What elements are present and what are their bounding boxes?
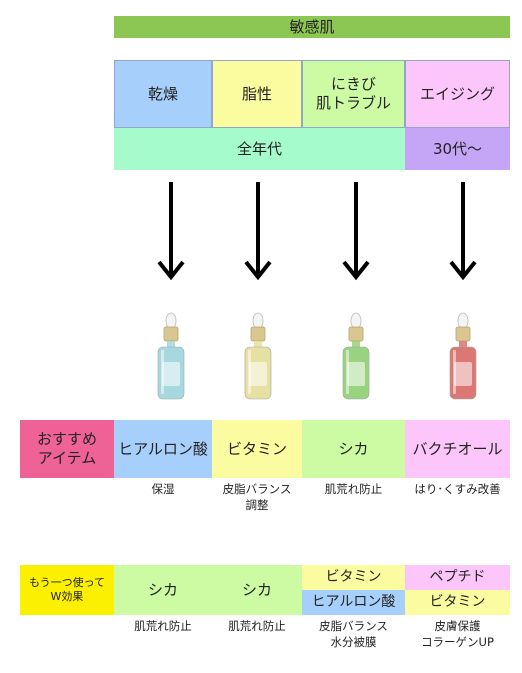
recommend-item-cell: ビタミン [212, 420, 302, 478]
serum-bottle-icon [157, 312, 185, 400]
combo-item-caption: 皮膚保護 コラーゲンUP [421, 619, 494, 649]
age-band-cell: 全年代 [114, 128, 405, 170]
combo-item-cell: ペプチド [405, 565, 510, 590]
combo-item-name: ヒアルロン酸 [311, 593, 396, 610]
skin-type-cell: エイジング [405, 60, 510, 128]
recommend-item-caption: 肌荒れ防止 [324, 482, 383, 496]
combo-item-name: シカ [241, 580, 272, 599]
header-title: 敏感肌 [289, 17, 335, 36]
skin-type-cell: 乾燥 [114, 60, 212, 128]
combo-item-cell: ビタミン [302, 565, 405, 590]
combo-item-caption: 肌荒れ防止 [134, 619, 192, 633]
skin-type-label: エイジング [419, 84, 495, 103]
skin-type-label: 乾燥 [147, 84, 178, 103]
recommend-item-cell: ヒアルロン酸 [114, 420, 212, 478]
combo-item-name: シカ [147, 580, 178, 599]
recommend-item-name: バクチオール [412, 439, 503, 458]
recommend-item-cell: バクチオール [405, 420, 510, 478]
combo-item-name: ビタミン [429, 593, 486, 610]
recommend-item-name: ヒアルロン酸 [118, 439, 208, 458]
header-banner: 敏感肌 [114, 16, 510, 38]
age-band-label: 全年代 [236, 139, 282, 158]
combo-item-cell: ビタミン [405, 590, 510, 615]
combo-item-name: ビタミン [325, 568, 382, 585]
down-arrow-icon [244, 182, 272, 281]
recommend-item-caption: はり･くすみ改善 [414, 482, 501, 496]
skin-type-cell: 脂性 [212, 60, 302, 128]
combo-item-cell: シカ [212, 565, 302, 615]
combo-item-cell: シカ [114, 565, 212, 615]
skin-type-label: 脂性 [241, 84, 272, 103]
recommend-label-text: おすすめ アイテム [36, 430, 97, 467]
skin-type-cell: にきび 肌トラブル [302, 60, 405, 128]
serum-bottle-icon [244, 312, 272, 400]
combo-item-caption: 肌荒れ防止 [228, 619, 286, 633]
serum-bottle-icon [449, 312, 477, 400]
down-arrow-icon [449, 182, 477, 281]
combo-item-name: ペプチド [429, 568, 486, 585]
age-band-cell: 30代～ [405, 128, 510, 170]
age-band-label: 30代～ [432, 139, 483, 158]
recommend-item-name: ビタミン [226, 439, 287, 458]
combo-label-text: もう一つ使って W効果 [28, 576, 106, 603]
recommend-item-cell: シカ [302, 420, 405, 478]
recommend-item-name: シカ [338, 439, 369, 458]
down-arrow-icon [342, 182, 370, 281]
recommend-label: おすすめ アイテム [20, 420, 114, 478]
combo-item-cell: ヒアルロン酸 [302, 590, 405, 615]
combo-item-caption: 皮脂バランス 水分被膜 [319, 619, 388, 649]
skin-type-label: にきび 肌トラブル [315, 75, 391, 112]
recommend-item-caption: 皮脂バランス 調整 [222, 482, 292, 512]
down-arrow-icon [157, 182, 185, 281]
serum-bottle-icon [342, 312, 370, 400]
recommend-item-caption: 保湿 [151, 482, 175, 496]
combo-label: もう一つ使って W効果 [20, 565, 114, 615]
